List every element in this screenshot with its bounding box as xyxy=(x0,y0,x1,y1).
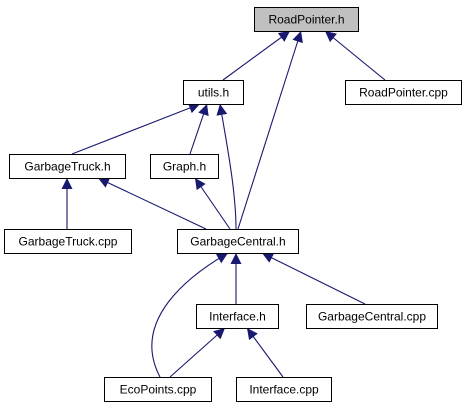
edge-interface-cpp-to-interface-h xyxy=(246,327,284,378)
edge-utils-h-to-roadpointer-h xyxy=(222,30,291,81)
node-box[interactable] xyxy=(196,304,279,329)
node-label: GarbageCentral.h xyxy=(190,235,285,249)
edge-roadpointer-cpp-to-roadpointer-h xyxy=(324,30,386,81)
edge-garbagetruck-h-to-utils-h xyxy=(71,102,201,155)
nodes-layer: RoadPointer.h utils.h RoadPointer.cppGarba… xyxy=(4,7,462,402)
node-label: utils.h xyxy=(198,86,229,100)
node-box[interactable] xyxy=(150,154,219,179)
node-label: GarbageTruck.h xyxy=(24,160,110,174)
node-utils-h[interactable]: utils.h xyxy=(183,80,244,105)
node-label: Graph.h xyxy=(163,160,206,174)
node-box[interactable] xyxy=(183,80,244,105)
node-garbagetruck-cpp[interactable]: GarbageTruck.cpp xyxy=(4,229,132,254)
node-graph-h[interactable]: Graph.h xyxy=(150,154,219,179)
node-label: GarbageTruck.cpp xyxy=(19,235,118,249)
node-interface-cpp[interactable]: Interface.cpp xyxy=(236,377,332,402)
edge-garbagecentral-h-to-graph-h xyxy=(194,177,231,230)
node-box[interactable] xyxy=(306,304,438,329)
node-box[interactable] xyxy=(9,154,126,179)
edge-garbagecentral-cpp-to-garbagecentral-h xyxy=(261,252,366,305)
node-box[interactable] xyxy=(177,229,299,254)
edge-garbagecentral-h-to-garbagetruck-h xyxy=(97,177,207,230)
node-box[interactable] xyxy=(104,377,212,402)
node-ecopoints-cpp[interactable]: EcoPoints.cpp xyxy=(104,377,212,402)
node-label: GarbageCentral.cpp xyxy=(318,310,426,324)
edge-graph-h-to-utils-h xyxy=(189,103,209,155)
edge-garbagecentral-h-to-utils-h xyxy=(216,103,237,230)
node-label: RoadPointer.cpp xyxy=(359,86,448,100)
node-interface-h[interactable]: Interface.h xyxy=(196,304,279,329)
node-box[interactable] xyxy=(4,229,132,254)
edge-garbagecentral-h-to-roadpointer-h xyxy=(237,30,303,230)
node-label: RoadPointer.h xyxy=(268,13,344,27)
node-garbagetruck-h[interactable]: GarbageTruck.h xyxy=(9,154,126,179)
edge-ecopoints-cpp-to-garbagecentral-h xyxy=(151,252,229,378)
node-box[interactable] xyxy=(254,7,359,32)
node-label: Interface.h xyxy=(209,310,266,324)
edge-ecopoints-cpp-to-interface-h xyxy=(169,327,226,378)
node-label: Interface.cpp xyxy=(249,383,319,397)
node-box[interactable] xyxy=(345,80,462,105)
node-box[interactable] xyxy=(236,377,332,402)
node-label: EcoPoints.cpp xyxy=(120,383,197,397)
edges-layer xyxy=(61,30,386,378)
node-garbagecentral-h[interactable]: GarbageCentral.h xyxy=(177,229,299,254)
node-garbagecentral-cpp[interactable]: GarbageCentral.cpp xyxy=(306,304,438,329)
node-roadpointer-h[interactable]: RoadPointer.h xyxy=(254,7,359,32)
node-roadpointer-cpp[interactable]: RoadPointer.cpp xyxy=(345,80,462,105)
